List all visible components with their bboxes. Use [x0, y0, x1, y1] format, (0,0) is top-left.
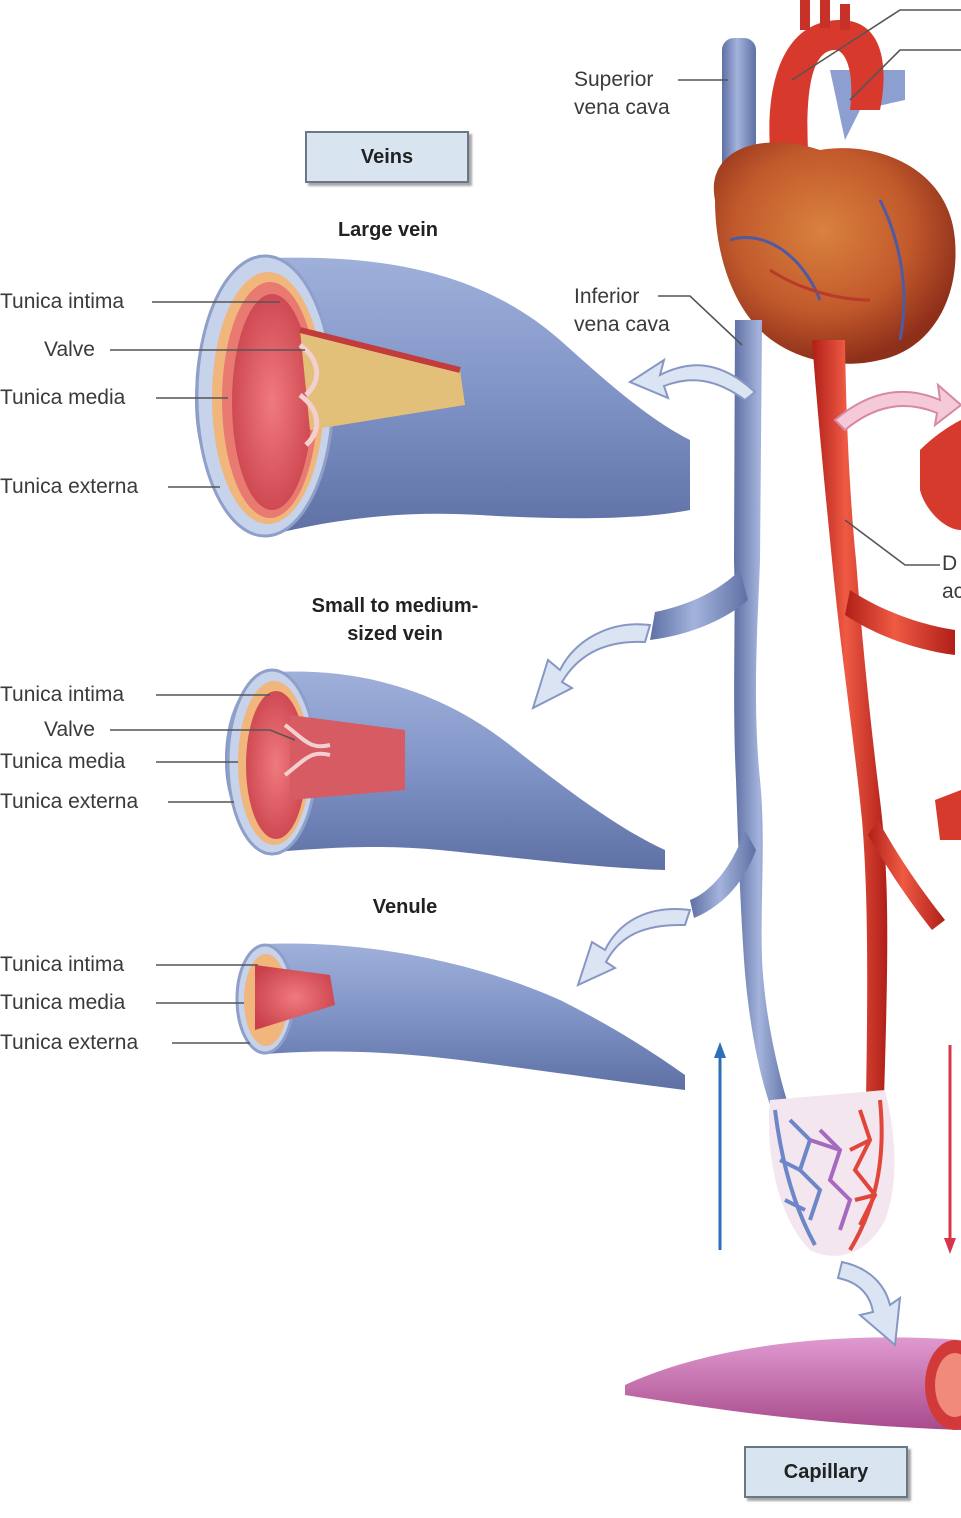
large-vein-tunica-intima-label: Tunica intima [0, 290, 125, 313]
large-vein-valve-label: Valve [44, 338, 95, 361]
heart [713, 0, 956, 364]
vein-trunk [650, 320, 790, 1110]
medium-vein-tunica-media-label: Tunica media [0, 750, 126, 773]
large-vein-illustration [195, 254, 690, 538]
flow-arrow-up [714, 1042, 726, 1250]
venule-tunica-media-label: Tunica media [0, 991, 126, 1014]
venule-tunica-externa-label: Tunica externa [0, 1031, 139, 1054]
venule-tunica-intima-label: Tunica intima [0, 953, 125, 976]
large-vein-title: Large vein [337, 219, 439, 241]
detail-arrows [531, 357, 902, 1347]
inferior-vena-cava-label: Inferior vena cava [574, 285, 670, 336]
capillary-box: Capillary [744, 1446, 908, 1498]
capillary-bed [769, 1090, 895, 1256]
medium-vein-tunica-externa-label: Tunica externa [0, 790, 139, 813]
medium-vein-title-line1: Small to medium- [311, 595, 479, 617]
descending-aorta-label-partial: D [942, 552, 958, 575]
capillary-vessel [625, 1337, 961, 1430]
flow-arrow-down [944, 1045, 956, 1254]
superior-vena-cava-label: Superior vena cava [574, 68, 670, 119]
pink-arrow [833, 382, 961, 432]
leader-lines [110, 9, 961, 1044]
venule-title: Venule [372, 896, 438, 918]
veins-box: Veins [305, 131, 469, 183]
medium-vein-valve-label: Valve [44, 718, 95, 741]
large-vein-tunica-externa-label: Tunica externa [0, 475, 139, 498]
descending-aorta-label-partial-2: ac [942, 580, 961, 603]
venule-illustration [235, 943, 685, 1090]
large-vein-tunica-media-label: Tunica media [0, 386, 126, 409]
medium-vein-tunica-intima-label: Tunica intima [0, 683, 125, 706]
medium-vein-title-line2: sized vein [347, 623, 443, 645]
medium-vein-illustration [225, 668, 665, 870]
aorta [812, 340, 961, 1100]
